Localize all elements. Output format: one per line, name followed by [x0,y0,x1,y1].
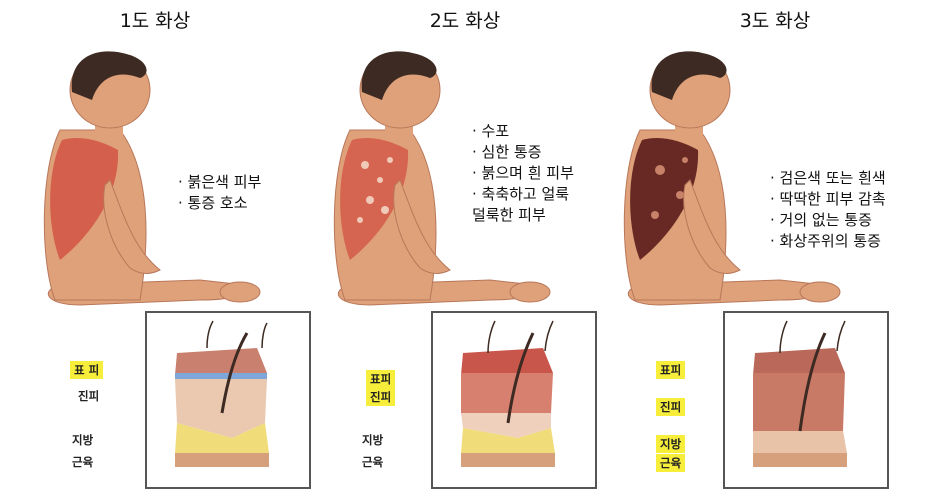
symptom-item: · 통증 호소 [178,193,261,214]
symptom-item: · 심한 통증 [472,142,574,163]
skin-layer-diagram [433,313,595,487]
symptom-list: · 검은색 또는 흰색 · 딱딱한 피부 감촉 · 거의 없는 통증 · 화상주… [770,168,886,252]
symptom-item: · 거의 없는 통증 [770,210,886,231]
skin-cross-section [723,311,889,489]
symptom-item: · 붉으며 흰 피부 [472,163,574,184]
symptom-item: · 축축하고 얼룩 [472,184,574,205]
symptom-item: · 화상주위의 통증 [770,231,886,252]
symptom-item: · 검은색 또는 흰색 [770,168,886,189]
symptom-item: 덜룩한 피부 [472,205,574,226]
panel-second-degree: 2도 화상 · 수포 · 심한 통증 · 붉으며 흰 피부 · 축축하고 얼룩 … [310,0,620,493]
label-epidermis: 표 피 [70,361,103,379]
label-epidermis: 표피 [656,361,685,379]
panel-third-degree: 3도 화상 · 검은색 또는 흰색 · 딱딱한 피부 감촉 · 거의 없는 통증… [620,0,930,493]
label-dermis: 진피 [366,388,395,406]
symptom-list: · 수포 · 심한 통증 · 붉으며 흰 피부 · 축축하고 얼룩 덜룩한 피부 [472,121,574,226]
skin-cross-section [431,311,597,489]
symptom-item: · 수포 [472,121,574,142]
label-muscle: 근육 [68,453,97,471]
skin-layer-diagram [147,313,309,487]
symptom-list: · 붉은색 피부 · 통증 호소 [178,172,261,214]
label-dermis: 진피 [74,387,103,405]
label-fat: 지방 [656,435,685,453]
symptom-item: · 딱딱한 피부 감촉 [770,189,886,210]
symptom-item: · 붉은색 피부 [178,172,261,193]
label-muscle: 근육 [358,453,387,471]
label-fat: 지방 [358,431,387,449]
label-dermis: 진피 [656,398,685,416]
label-fat: 지방 [68,431,97,449]
label-muscle: 근육 [656,454,685,472]
panel-first-degree: 1도 화상 · 붉은색 피부 · 통증 호소 표 피 [0,0,310,493]
skin-cross-section [145,311,311,489]
skin-layer-diagram [725,313,887,487]
label-epidermis: 표피 [366,370,395,388]
